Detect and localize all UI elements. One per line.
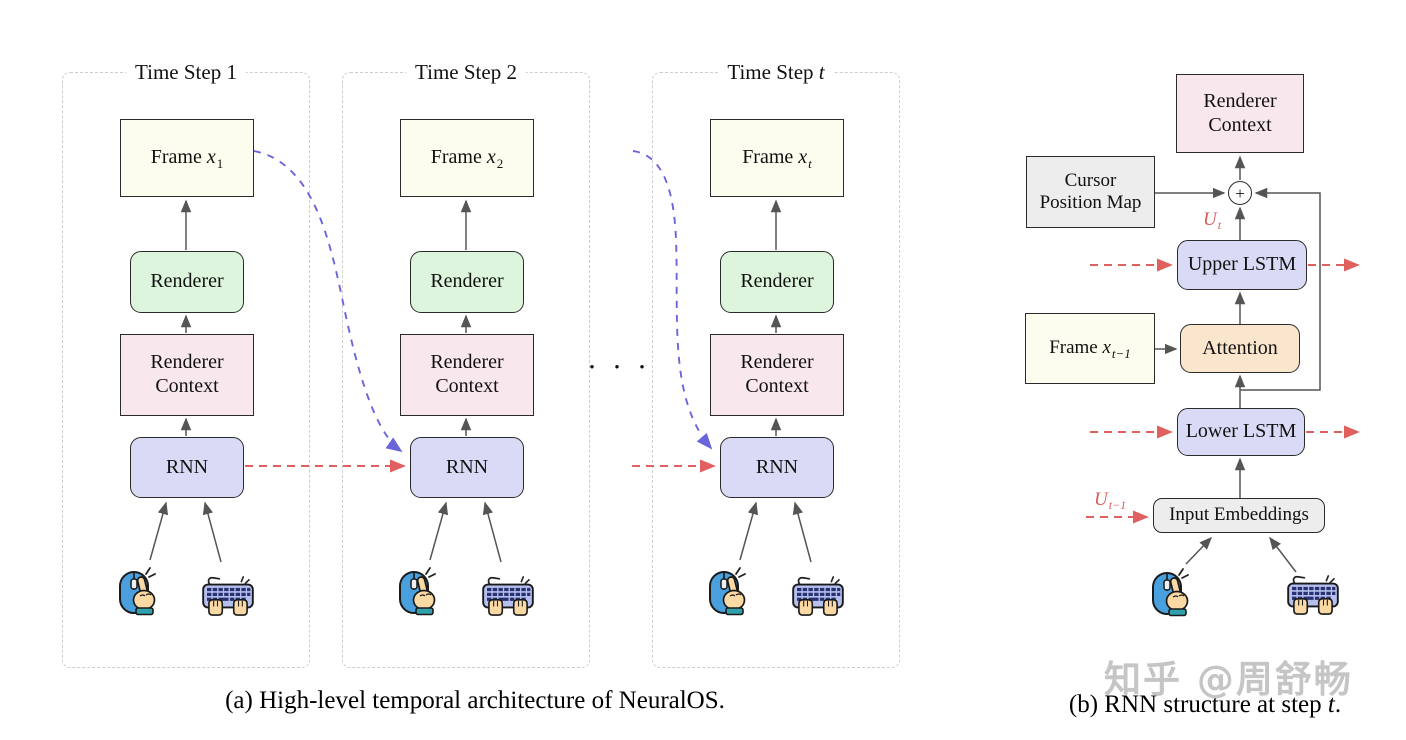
renderer-context-label: Renderer Context	[1203, 89, 1277, 136]
frame-label: Frame	[150, 146, 202, 169]
caption-b-end: .	[1334, 691, 1342, 718]
renderer-context-label: Renderer Context	[150, 351, 224, 397]
frame-xt-box: Frame xt	[710, 119, 844, 197]
frame-sub: 2	[496, 156, 504, 172]
u-sub: t−1	[1108, 498, 1127, 512]
u-t-label: Ut	[1203, 209, 1222, 232]
time-step-1-container: Time Step 1 Frame x1 Renderer Renderer C…	[62, 60, 310, 668]
renderer-context-label: Renderer Context	[740, 351, 814, 397]
arrow-keyboard-to-embeddings	[1269, 536, 1297, 573]
ellipsis-between-steps: • • •	[589, 360, 653, 376]
frame-sub: t	[808, 156, 812, 172]
u-var: U	[1203, 209, 1217, 230]
keyboard-typing-icon	[1286, 574, 1340, 616]
frame-label: Frame	[742, 146, 794, 169]
renderer-label: Renderer	[740, 270, 814, 293]
frame-var: x	[486, 146, 496, 169]
renderer-box: Renderer	[720, 251, 834, 313]
input-embeddings-label: Input Embeddings	[1169, 504, 1309, 526]
renderer-context-box: Renderer Context	[710, 334, 844, 416]
keyboard-typing-icon	[201, 575, 255, 617]
time-step-1-title: Time Step 1	[126, 60, 246, 85]
u-t-1-label: Ut−1	[1094, 489, 1127, 512]
plus-sign: +	[1235, 183, 1245, 203]
caption-b-var: t	[1327, 691, 1335, 718]
renderer-box: Renderer	[130, 251, 244, 313]
u-var: U	[1094, 489, 1108, 510]
rnn-box: RNN	[130, 437, 244, 498]
attention-box: Attention	[1180, 324, 1300, 373]
time-step-title-text: Time Step	[415, 60, 502, 84]
frame-var: x	[798, 146, 808, 169]
frame-x2-box: Frame x2	[400, 119, 534, 197]
cursor-position-map-label: Cursor Position Map	[1039, 169, 1142, 213]
input-embeddings-box: Input Embeddings	[1153, 498, 1325, 533]
sum-node: +	[1228, 181, 1252, 205]
upper-lstm-box: Upper LSTM	[1177, 240, 1307, 290]
renderer-context-box: Renderer Context	[120, 334, 254, 416]
time-step-title-index: 1	[226, 60, 237, 84]
time-step-t-title: Time Step t	[718, 60, 834, 85]
renderer-context-box: Renderer Context	[400, 334, 534, 416]
rnn-label: RNN	[445, 455, 489, 478]
lower-lstm-label: Lower LSTM	[1185, 420, 1297, 443]
upper-lstm-label: Upper LSTM	[1187, 253, 1297, 276]
rnn-label: RNN	[755, 455, 799, 478]
attention-label: Attention	[1202, 336, 1278, 359]
renderer-label: Renderer	[150, 270, 224, 293]
time-step-2-title: Time Step 2	[406, 60, 526, 85]
arrow-mouse-to-embeddings	[1185, 536, 1213, 565]
renderer-label: Renderer	[430, 270, 504, 293]
frame-label: Frame	[430, 146, 482, 169]
time-step-title-text: Time Step	[727, 60, 814, 84]
caption-b-text: (b) RNN structure at step	[1068, 691, 1328, 718]
renderer-box: Renderer	[410, 251, 524, 313]
renderer-context-label: Renderer Context	[430, 351, 504, 397]
keyboard-typing-icon	[481, 575, 535, 617]
rnn-label: RNN	[165, 455, 209, 478]
rnn-box: RNN	[720, 437, 834, 498]
mouse-click-icon	[1150, 566, 1194, 622]
mouse-click-icon	[397, 565, 441, 621]
time-step-title-index: 2	[506, 60, 517, 84]
mouse-click-icon	[707, 565, 751, 621]
time-step-title-index: t	[818, 60, 825, 84]
u-sub: t	[1217, 218, 1222, 232]
frame-var: x	[1102, 337, 1111, 359]
time-step-title-text: Time Step	[135, 60, 222, 84]
time-step-2-container: Time Step 2 Frame x2 Renderer Renderer C…	[342, 60, 590, 668]
renderer-context-box-b: Renderer Context	[1176, 74, 1304, 153]
mouse-click-icon	[117, 565, 161, 621]
caption-panel-b: (b) RNN structure at step t.	[1015, 691, 1395, 719]
frame-sub: t−1	[1111, 346, 1131, 362]
frame-xt-1-box: Frame xt−1	[1025, 313, 1155, 384]
zhihu-watermark: 知乎 @周舒畅	[1104, 658, 1353, 701]
frame-var: x	[206, 146, 216, 169]
caption-panel-a: (a) High-level temporal architecture of …	[225, 687, 725, 714]
time-step-t-container: Time Step t Frame xt Renderer Renderer C…	[652, 60, 900, 668]
rnn-box: RNN	[410, 437, 524, 498]
frame-label: Frame	[1049, 337, 1098, 359]
keyboard-typing-icon	[791, 575, 845, 617]
lower-lstm-box: Lower LSTM	[1177, 408, 1305, 456]
frame-x1-box: Frame x1	[120, 119, 254, 197]
cursor-position-map-box: Cursor Position Map	[1026, 156, 1155, 228]
frame-sub: 1	[216, 156, 224, 172]
